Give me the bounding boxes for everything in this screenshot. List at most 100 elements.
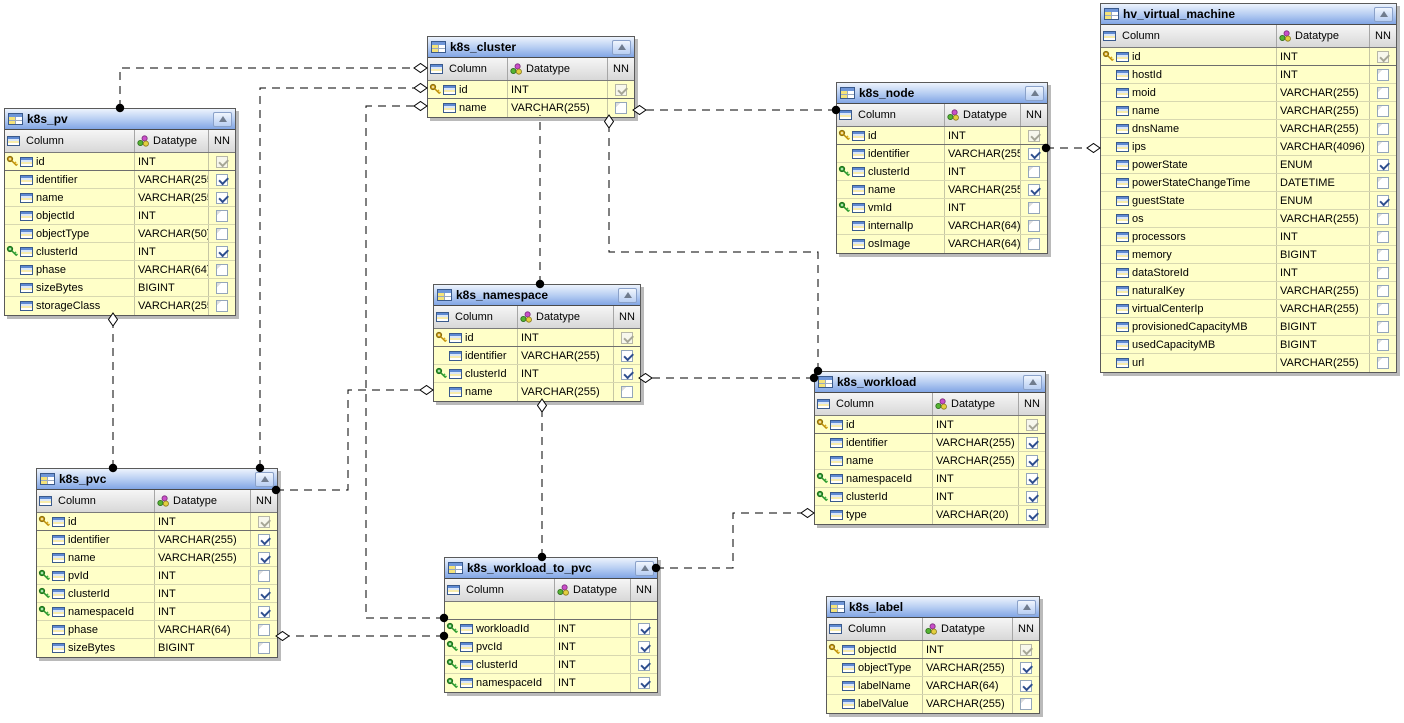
collapse-button[interactable] <box>1023 374 1042 390</box>
relationship-pvc-to-cluster[interactable] <box>255 82 428 473</box>
table-title-bar[interactable]: k8s_workload <box>815 372 1045 393</box>
relationship-line[interactable] <box>656 512 814 569</box>
relationship-workload_to_pvc-to-workload[interactable] <box>651 507 815 573</box>
collapse-button[interactable] <box>1017 599 1036 615</box>
relationship-node-to-virtual_machine[interactable] <box>1041 142 1101 154</box>
table-title-bar[interactable]: k8s_pvc <box>37 469 277 490</box>
collapse-button[interactable] <box>612 39 631 55</box>
relationship-workload_to_pvc-to-pvc[interactable] <box>275 630 449 642</box>
collapse-button[interactable] <box>635 560 654 576</box>
relationship-workload-to-namespace[interactable] <box>638 372 819 384</box>
column-row-blank[interactable] <box>445 602 657 620</box>
collapse-button[interactable] <box>213 111 232 127</box>
collapse-button[interactable] <box>1374 6 1393 22</box>
relationship-pv-to-cluster[interactable] <box>115 62 428 113</box>
table-title-bar[interactable]: hv_virtual_machine <box>1101 4 1396 25</box>
collapse-button[interactable] <box>1025 85 1044 101</box>
table-title-bar[interactable]: k8s_namespace <box>434 285 640 306</box>
relationship-line[interactable] <box>276 389 433 491</box>
relationship-namespace-to-cluster[interactable] <box>535 115 545 289</box>
table-title-bar[interactable]: k8s_cluster <box>428 37 634 58</box>
relationship-line[interactable] <box>119 67 427 108</box>
table-title-bar[interactable]: k8s_pv <box>5 109 235 130</box>
relationship-line[interactable] <box>259 87 427 468</box>
relationship-pvc-to-pv[interactable] <box>107 312 119 473</box>
table-title-bar[interactable]: k8s_node <box>837 83 1047 104</box>
relationship-node-to-cluster[interactable] <box>632 104 841 116</box>
relationship-pvc-to-namespace[interactable] <box>271 384 434 495</box>
table-title-bar[interactable]: k8s_workload_to_pvc <box>445 558 657 579</box>
table-title-bar[interactable]: k8s_label <box>827 597 1039 618</box>
